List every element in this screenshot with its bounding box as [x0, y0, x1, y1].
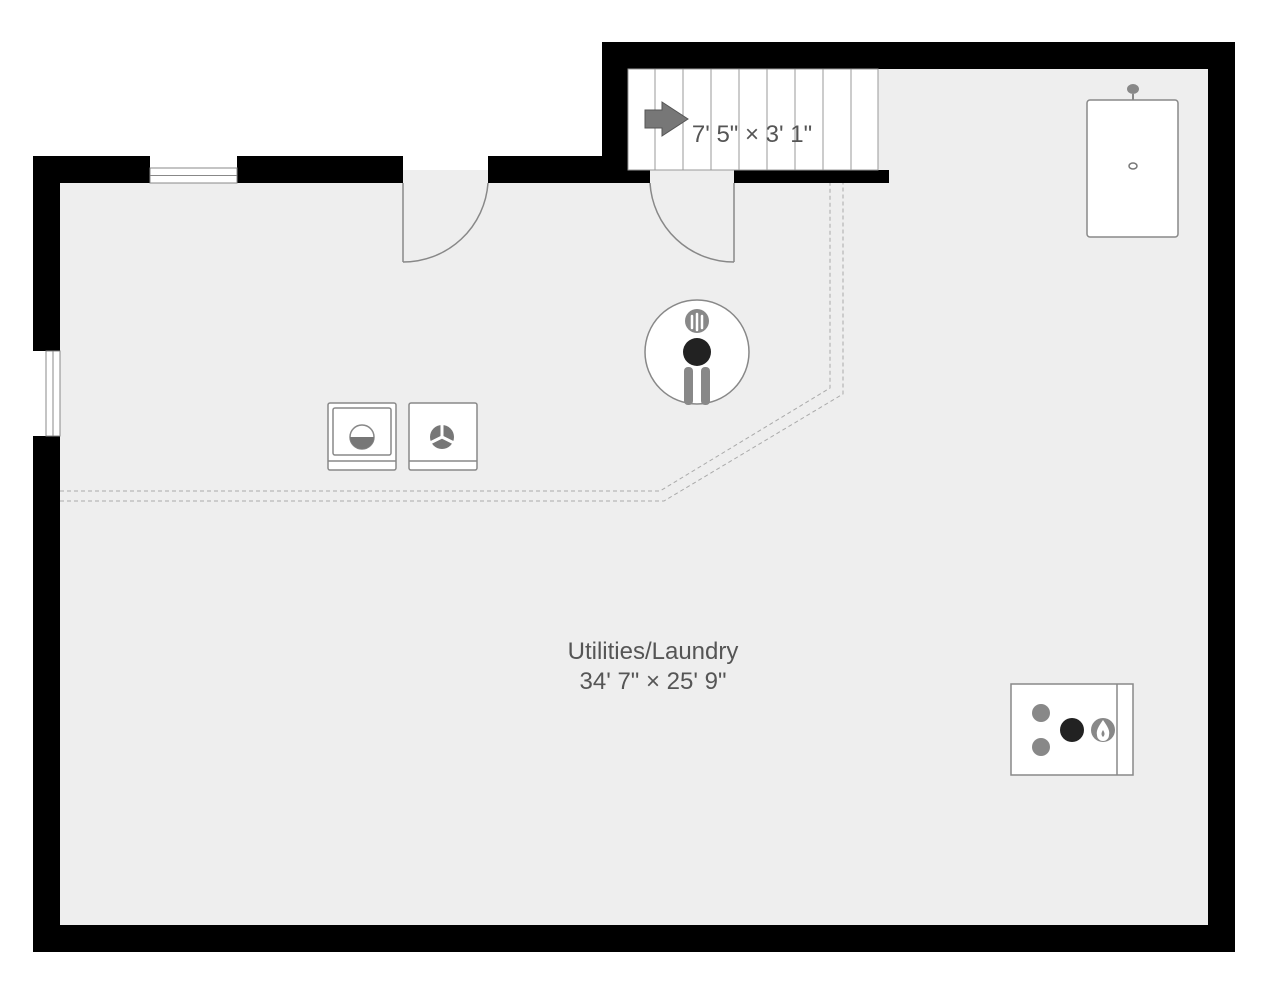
door-main [402, 170, 489, 263]
window-left [45, 350, 61, 437]
door-stairs [649, 170, 735, 263]
stair-direction-arrow-icon [644, 101, 689, 137]
staircase-icon [627, 68, 879, 171]
zone-boundary [60, 183, 844, 502]
stair-dimensions: 7' 5" × 3' 1" [692, 121, 812, 148]
washer-icon [327, 402, 397, 471]
room-name: Utilities/Laundry [568, 638, 739, 665]
furnace-icon [1010, 683, 1134, 776]
dryer-icon [408, 402, 478, 471]
water-heater-icon [644, 299, 750, 405]
room-dimensions: 34' 7" × 25' 9" [580, 668, 727, 695]
floor-area [60, 68, 1210, 926]
window-top [149, 167, 238, 184]
utility-sink-icon [1086, 84, 1179, 238]
walls [33, 42, 1235, 952]
